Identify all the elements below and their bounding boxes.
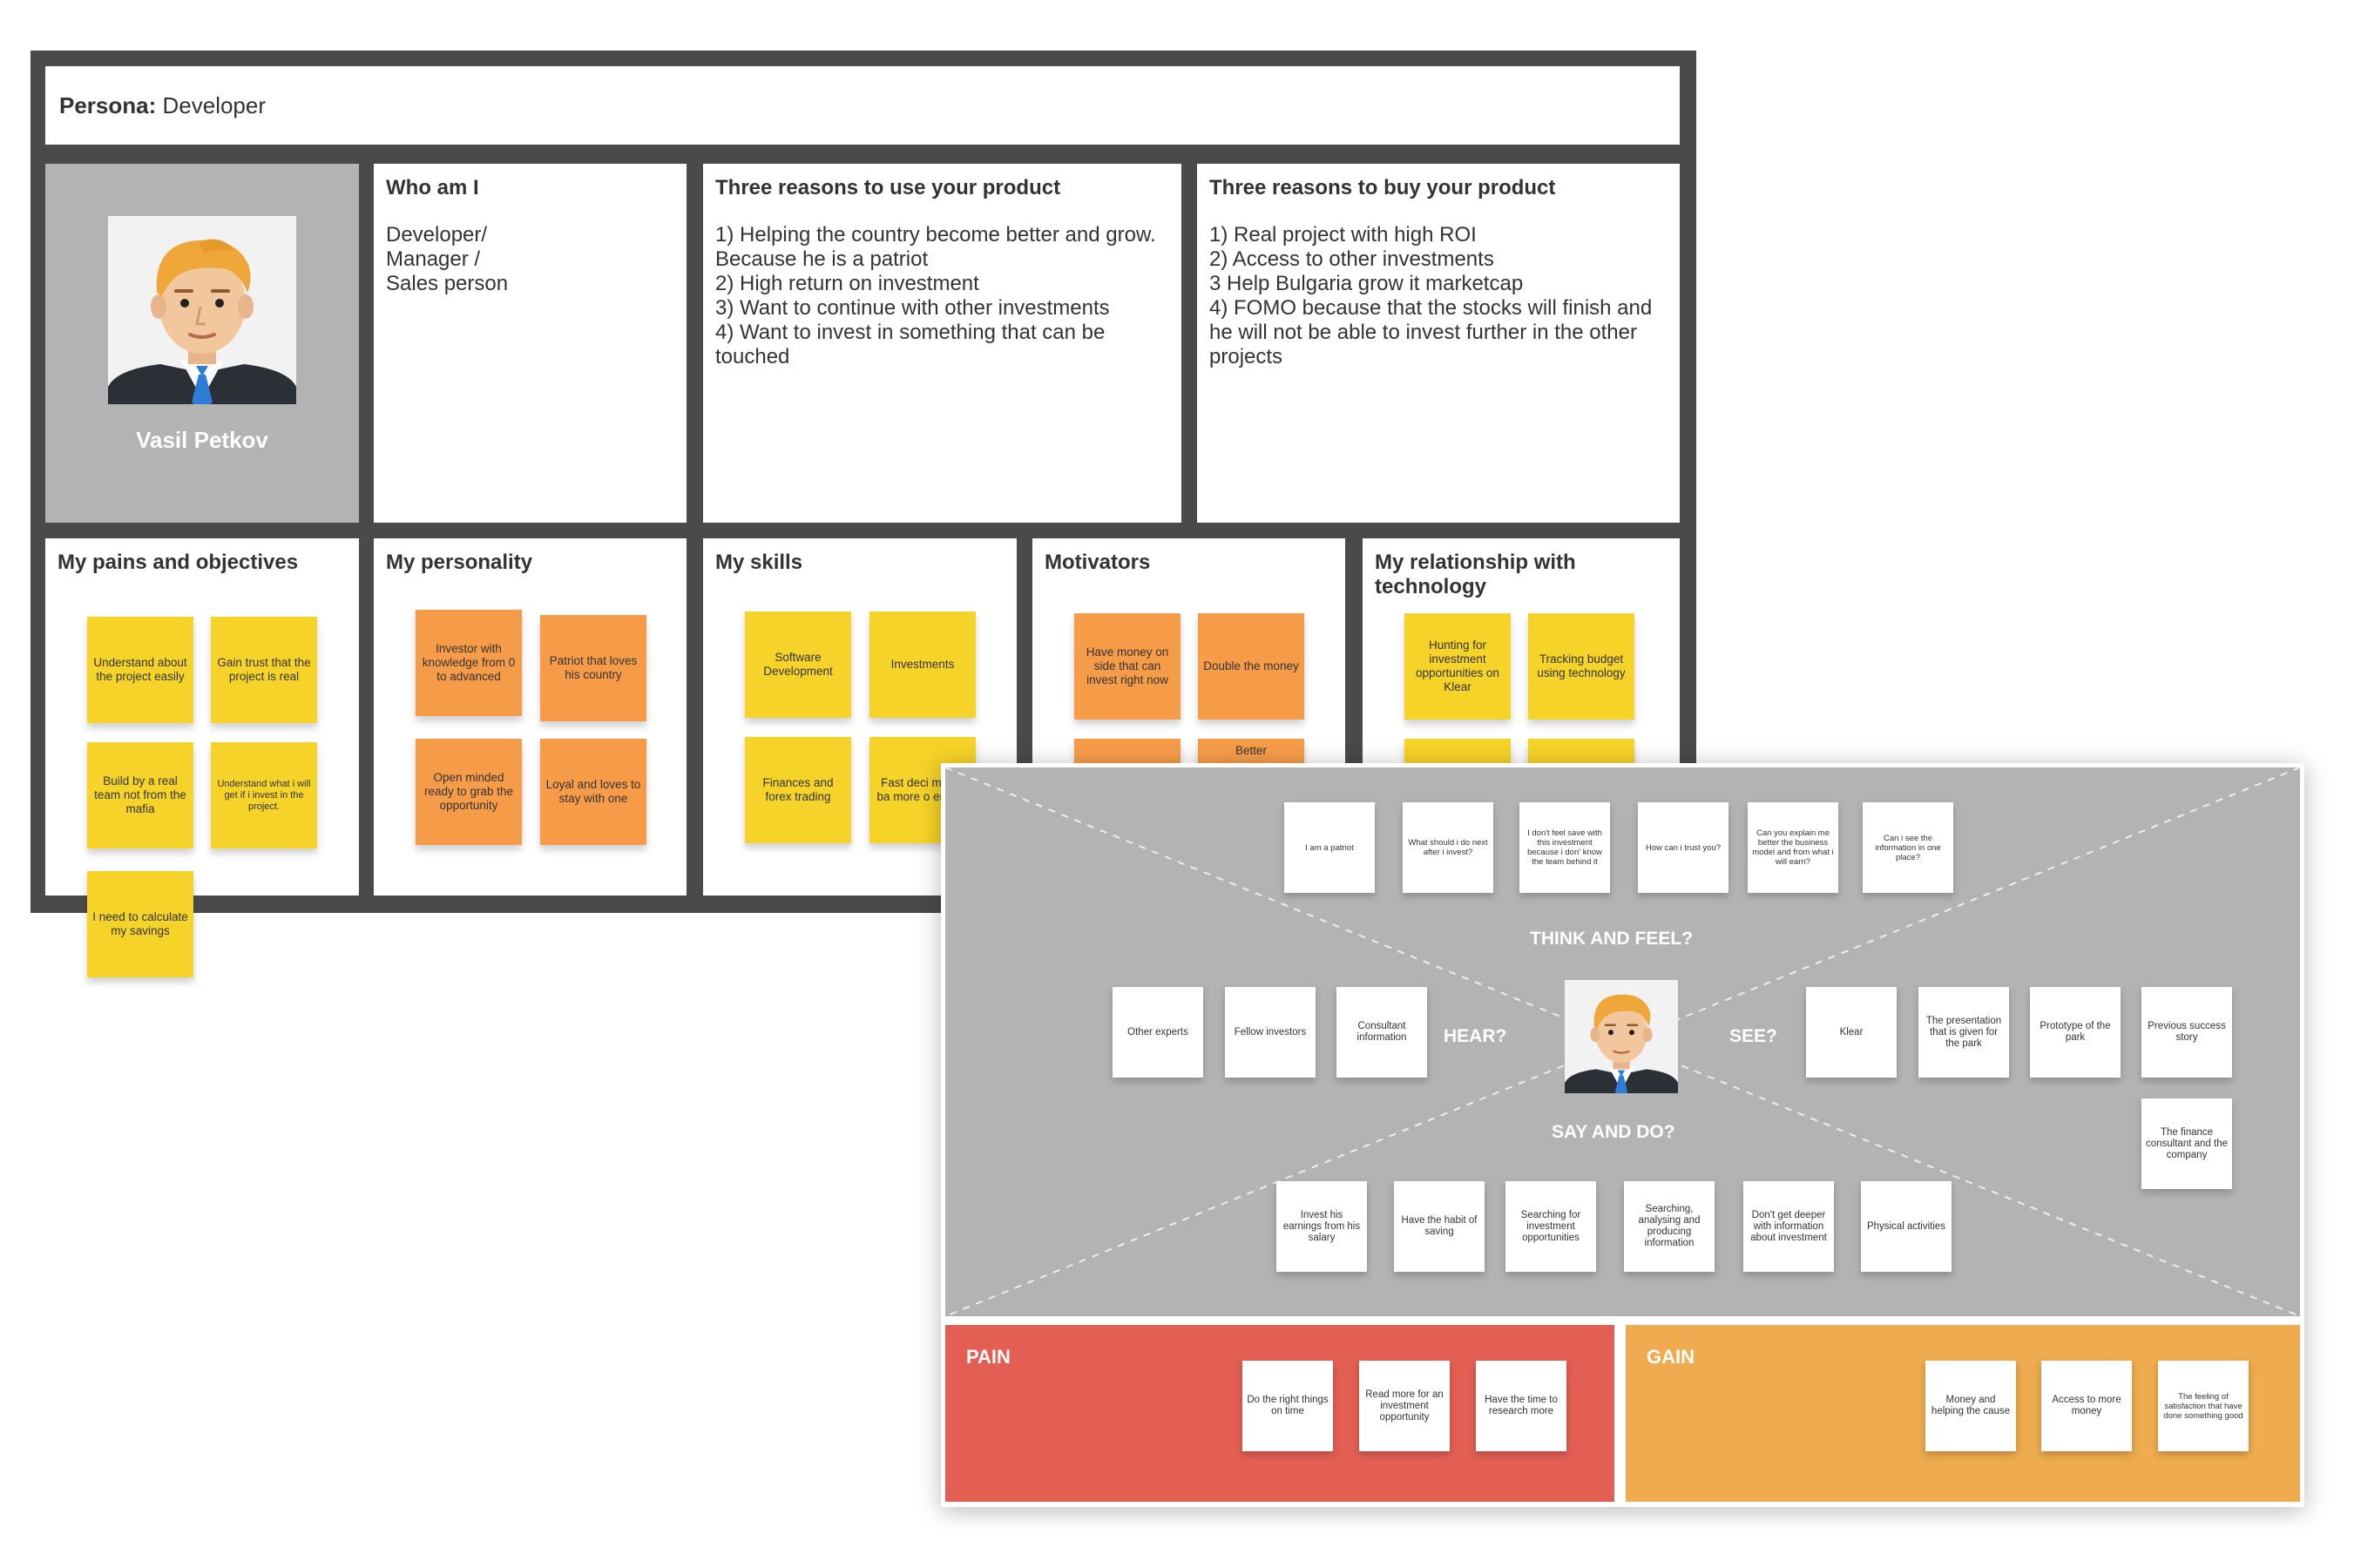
gain-label: GAIN <box>1647 1346 1695 1368</box>
sticky-note[interactable]: Tracking budget using technology <box>1528 613 1634 720</box>
sticky-note[interactable]: Understand what i will get if i invest i… <box>211 742 317 848</box>
skills-title: My skills <box>715 551 803 574</box>
sticky-note[interactable]: Understand about the project easily <box>87 617 193 723</box>
think-note[interactable]: I don't feel save with this investment b… <box>1519 802 1610 893</box>
persona-header-value: Developer <box>162 92 267 118</box>
persona-header-label: Persona: <box>59 92 157 118</box>
reasons-use-cell: Three reasons to use your product 1) Hel… <box>703 164 1181 523</box>
sticky-note[interactable]: I need to calculate my savings <box>87 871 193 977</box>
see-note[interactable]: Previous success story <box>2141 987 2232 1078</box>
pain-note[interactable]: Have the time to research more <box>1476 1361 1566 1451</box>
sticky-note[interactable]: Double the money <box>1198 613 1304 720</box>
sticky-note[interactable]: Gain trust that the project is real <box>211 617 317 723</box>
hear-note[interactable]: Other experts <box>1113 987 1203 1078</box>
sticky-note[interactable]: Build by a real team not from the mafia <box>87 742 193 848</box>
personality-title: My personality <box>386 551 533 574</box>
persona-avatar-cell: Vasil Petkov <box>45 164 359 523</box>
reasons-use-body: 1) Helping the country become better and… <box>715 223 1156 368</box>
pain-label: PAIN <box>966 1346 1011 1368</box>
sticky-note[interactable]: Patriot that loves his country <box>540 615 646 721</box>
motivators-title: Motivators <box>1045 551 1151 574</box>
sticky-note[interactable]: Hunting for investment opportunities on … <box>1404 613 1511 720</box>
say-note[interactable]: Searching for investment opportunities <box>1505 1181 1596 1272</box>
sticky-note[interactable]: Open minded ready to grab the opportunit… <box>416 739 522 845</box>
see-note[interactable]: Prototype of the park <box>2030 987 2121 1078</box>
who-am-i-title: Who am I <box>386 176 479 199</box>
say-note[interactable]: Searching, analysing and producing infor… <box>1624 1181 1715 1272</box>
see-note[interactable]: Klear <box>1806 987 1897 1078</box>
persona-header: Persona: Developer <box>45 66 1680 145</box>
gain-note[interactable]: Access to more money <box>2041 1361 2132 1451</box>
sticky-note[interactable]: Have money on side that can invest right… <box>1074 613 1180 720</box>
hear-note[interactable]: Consultant information <box>1336 987 1427 1078</box>
who-am-i-body: Developer/ Manager / Sales person <box>386 223 509 295</box>
think-note[interactable]: Can i see the information in one place? <box>1863 802 1953 893</box>
say-and-do-label: SAY AND DO? <box>1552 1122 1675 1142</box>
pain-note[interactable]: Do the right things on time <box>1242 1361 1333 1451</box>
avatar-icon <box>108 216 296 404</box>
persona-name: Vasil Petkov <box>136 427 268 453</box>
who-am-i-cell: Who am I Developer/ Manager / Sales pers… <box>374 164 687 523</box>
hear-note[interactable]: Fellow investors <box>1225 987 1316 1078</box>
think-note[interactable]: I am a patriot <box>1284 802 1375 893</box>
pain-note[interactable]: Read more for an investment opportunity <box>1359 1361 1450 1451</box>
technology-title: My relationship with technology <box>1375 551 1576 598</box>
hear-label: HEAR? <box>1444 1026 1507 1046</box>
see-note[interactable]: The finance consultant and the company <box>2141 1098 2232 1189</box>
sticky-note[interactable]: Investor with knowledge from 0 to advanc… <box>416 610 522 716</box>
think-and-feel-label: THINK AND FEEL? <box>1530 929 1694 949</box>
reasons-buy-title: Three reasons to buy your product <box>1209 176 1556 199</box>
say-note[interactable]: Physical activities <box>1861 1181 1952 1272</box>
think-note[interactable]: How can i trust you? <box>1638 802 1728 893</box>
reasons-buy-cell: Three reasons to buy your product 1) Rea… <box>1197 164 1680 523</box>
avatar-icon <box>1565 980 1678 1093</box>
say-note[interactable]: Invest his earnings from his salary <box>1276 1181 1367 1272</box>
pains-title: My pains and objectives <box>58 551 299 574</box>
think-note[interactable]: What should i do next after i invest? <box>1403 802 1493 893</box>
see-label: SEE? <box>1729 1026 1777 1046</box>
say-note[interactable]: Have the habit of saving <box>1394 1181 1485 1272</box>
see-note[interactable]: The presentation that is given for the p… <box>1918 987 2009 1078</box>
sticky-note[interactable]: Investments <box>869 612 976 718</box>
reasons-use-title: Three reasons to use your product <box>715 176 1061 199</box>
sticky-note[interactable]: Finances and forex trading <box>745 737 851 843</box>
sticky-note[interactable]: Loyal and loves to stay with one <box>540 739 646 845</box>
gain-note[interactable]: Money and helping the cause <box>1925 1361 2016 1451</box>
sticky-note[interactable]: Software Development <box>745 612 851 718</box>
think-note[interactable]: Can you explain me better the business m… <box>1748 802 1838 893</box>
gain-note[interactable]: The feeling of satisfaction that have do… <box>2158 1361 2249 1451</box>
say-note[interactable]: Don't get deeper with information about … <box>1743 1181 1834 1272</box>
reasons-buy-body: 1) Real project with high ROI 2) Access … <box>1209 223 1653 368</box>
